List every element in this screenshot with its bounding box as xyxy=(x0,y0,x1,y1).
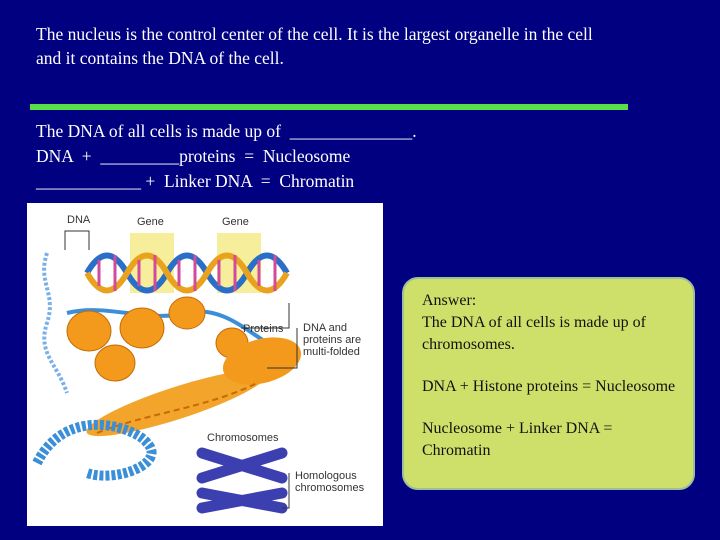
proteins-pointer xyxy=(241,303,290,329)
label-proteins: Proteins xyxy=(243,323,284,335)
label-homologous-1: Homologous xyxy=(295,470,357,482)
chromosome-pair-1 xyxy=(196,447,288,484)
answer-box: Answer: The DNA of all cells is made up … xyxy=(402,277,695,490)
answer-spacer-2 xyxy=(422,398,677,418)
label-gene-1: Gene xyxy=(137,216,164,228)
coiled-strand xyxy=(42,252,69,394)
fill-in-questions: The DNA of all cells is made up of _____… xyxy=(36,119,676,194)
answer-spacer-1 xyxy=(422,356,677,376)
dna-bracket xyxy=(64,230,90,250)
label-folded-1: DNA and xyxy=(303,322,347,334)
question-1: The DNA of all cells is made up of _____… xyxy=(36,121,417,141)
answer-3: Nucleosome + Linker DNA = Chromatin xyxy=(422,420,613,459)
double-helix xyxy=(84,252,290,294)
answer-heading: Answer: xyxy=(422,292,477,309)
chromatin-fiber xyxy=(86,337,302,437)
label-chromosomes: Chromosomes xyxy=(207,432,279,444)
chromatin-diagram: DNA Gene Gene Proteins DNA and proteins … xyxy=(27,203,383,526)
divider-bar xyxy=(30,104,628,110)
intro-line-1: The nucleus is the control center of the… xyxy=(36,24,593,44)
question-3: ____________ + Linker DNA = Chromatin xyxy=(36,171,355,191)
label-folded-2: proteins are xyxy=(303,334,361,346)
label-homologous-2: chromosomes xyxy=(295,482,365,494)
intro-text: The nucleus is the control center of the… xyxy=(36,22,696,70)
answer-2: DNA + Histone proteins = Nucleosome xyxy=(422,378,676,395)
question-2: DNA + _________proteins = Nucleosome xyxy=(36,146,351,166)
label-dna: DNA xyxy=(67,214,91,226)
answer-1: The DNA of all cells is made up of chrom… xyxy=(422,314,646,353)
chromatin-loop xyxy=(32,419,157,481)
label-gene-2: Gene xyxy=(222,216,249,228)
intro-line-2: and it contains the DNA of the cell. xyxy=(36,48,284,68)
homologous-pointer xyxy=(282,473,290,509)
label-folded-3: multi-folded xyxy=(303,346,360,358)
chromatin-illustration: DNA Gene Gene Proteins DNA and proteins … xyxy=(32,214,365,514)
chromosome-pair-2 xyxy=(196,487,288,514)
folded-pointer xyxy=(267,328,298,369)
